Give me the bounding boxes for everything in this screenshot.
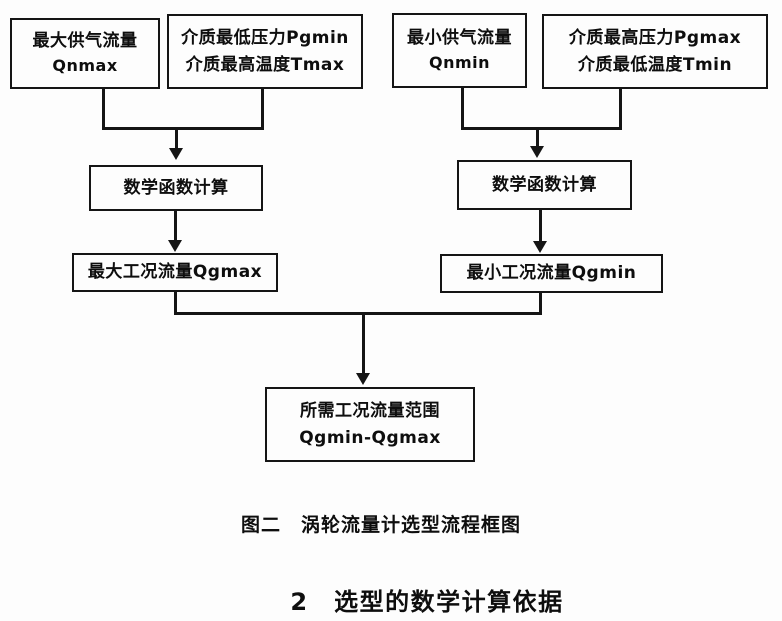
connector-line [461, 127, 622, 130]
box-max-supply-flow: 最大供气流量 Qnmax [10, 18, 160, 89]
arrow-down-icon [168, 240, 182, 252]
box-max-operating-flow: 最大工况流量Qgmax [72, 253, 278, 292]
box-max-temp-label: 介质最高温度Tmax [185, 54, 345, 75]
section-heading: 2 选型的数学计算依据 [290, 588, 564, 616]
box-max-pressure-label: 介质最高压力Pgmax [568, 28, 742, 49]
box-math-function-calc-left: 数学函数计算 [89, 165, 263, 211]
box-min-supply-flow-label: 最小供气流量 [407, 27, 512, 48]
arrow-down-icon [169, 148, 183, 160]
connector-line [461, 88, 464, 130]
arrow-down-icon [356, 373, 370, 385]
box-max-operating-flow-label: 最大工况流量Qgmax [87, 262, 263, 283]
connector-line [175, 130, 178, 148]
connector-line [539, 210, 542, 241]
box-math-function-calc-left-label: 数学函数计算 [123, 177, 229, 198]
connector-line [174, 312, 542, 315]
box-min-operating-flow-label: 最小工况流量Qgmin [466, 263, 637, 284]
connector-line [102, 89, 105, 130]
box-math-function-calc-right-label: 数学函数计算 [492, 174, 597, 195]
figure-caption: 图二 涡轮流量计选型流程框图 [240, 514, 521, 536]
connector-line [539, 293, 542, 315]
box-max-pressure-min-temp: 介质最高压力Pgmax 介质最低温度Tmin [542, 14, 768, 89]
connector-line [619, 89, 622, 130]
connector-line [174, 292, 177, 315]
box-min-supply-flow-symbol: Qnmin [428, 53, 491, 73]
box-math-function-calc-right: 数学函数计算 [457, 160, 632, 210]
arrow-down-icon [533, 241, 547, 253]
arrow-down-icon [530, 146, 544, 158]
connector-line [536, 130, 539, 146]
connector-line [102, 127, 264, 130]
box-min-operating-flow: 最小工况流量Qgmin [440, 254, 663, 293]
connector-line [261, 89, 264, 130]
box-min-pressure-max-temp: 介质最低压力Pgmin 介质最高温度Tmax [167, 14, 363, 89]
box-min-supply-flow: 最小供气流量 Qnmin [392, 13, 527, 88]
box-max-supply-flow-symbol: Qnmax [52, 56, 118, 76]
box-required-flow-range: 所需工况流量范围 Qgmin-Qgmax [265, 387, 475, 462]
box-max-supply-flow-label: 最大供气流量 [32, 30, 138, 51]
connector-line [174, 211, 177, 241]
box-min-temp-label: 介质最低温度Tmin [577, 54, 733, 75]
box-required-flow-range-label: 所需工况流量范围 [300, 401, 440, 422]
connector-line [362, 315, 365, 373]
box-required-flow-range-symbol: Qgmin-Qgmax [299, 427, 441, 448]
box-min-pressure-label: 介质最低压力Pgmin [181, 28, 349, 49]
